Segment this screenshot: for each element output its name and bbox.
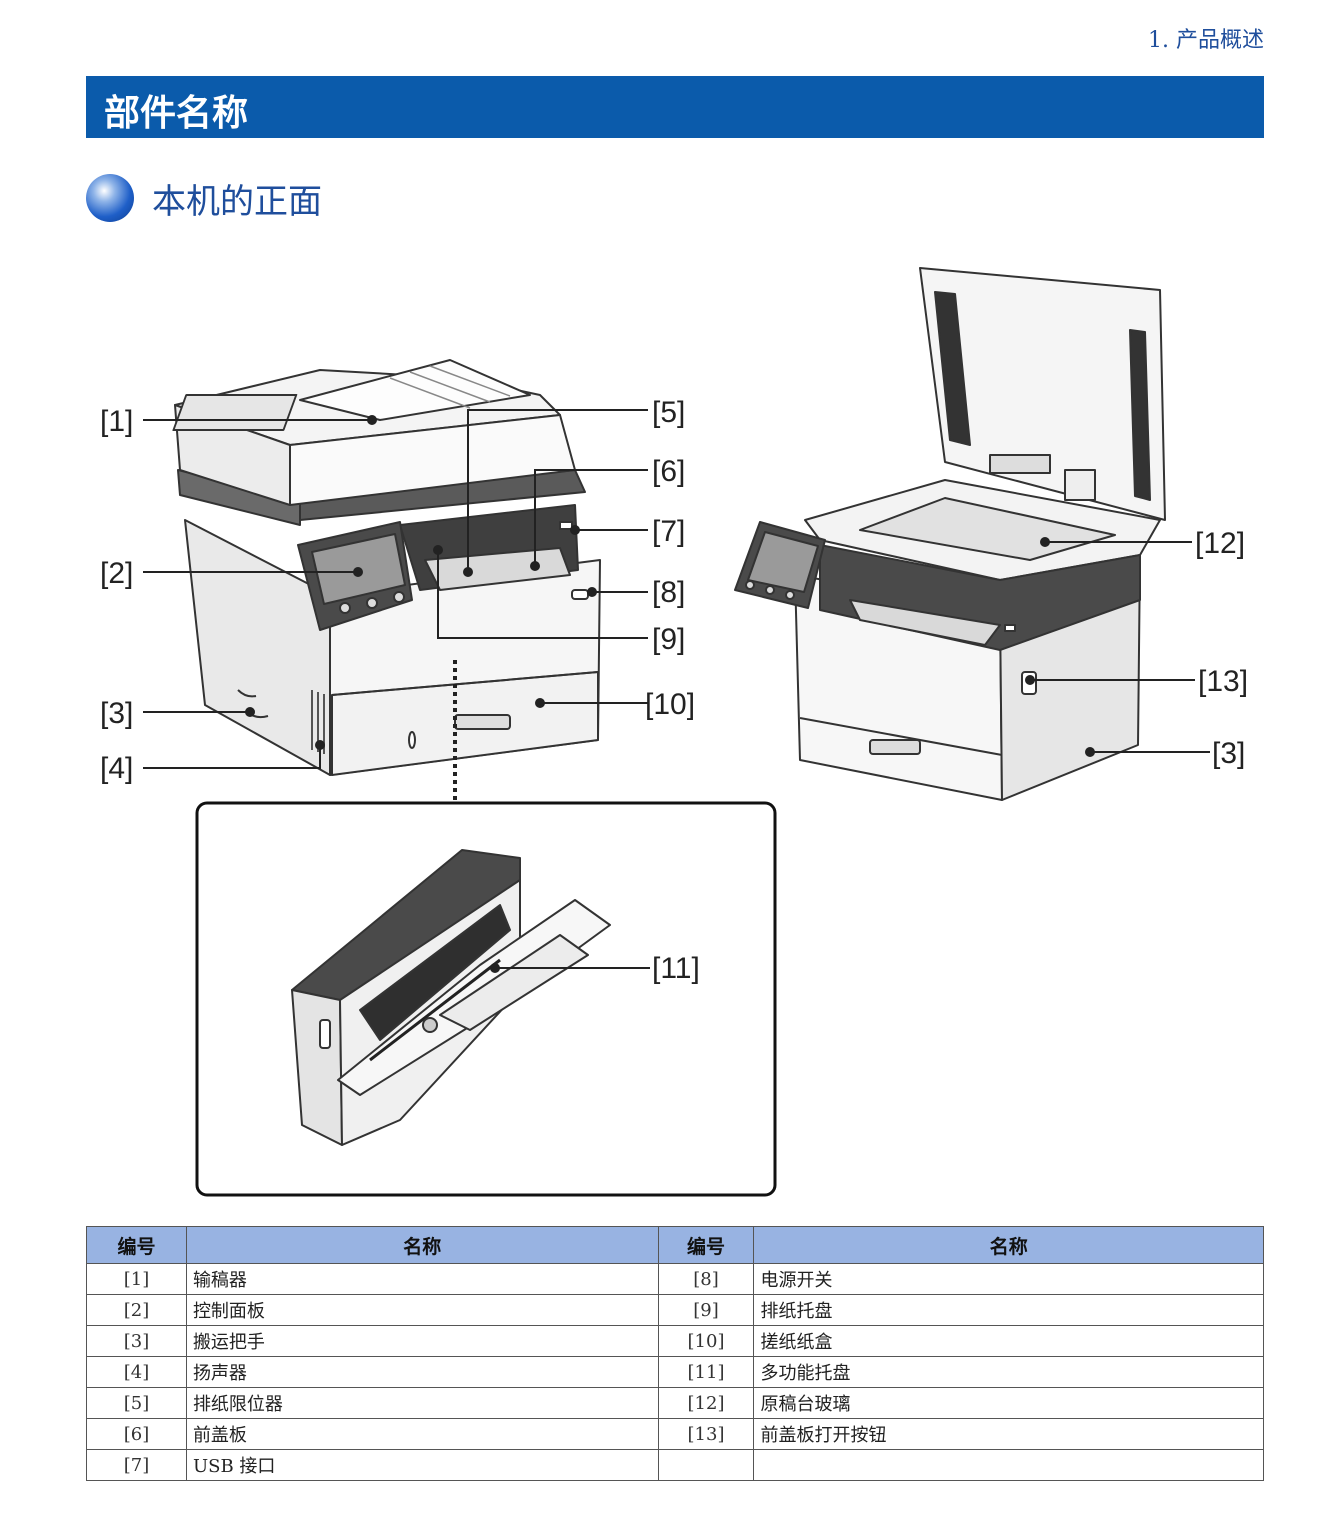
callout-11: [11]: [652, 952, 700, 985]
callout-9: [9]: [652, 623, 685, 656]
callout-3: [3]: [100, 697, 133, 730]
cell-number: [6]: [86, 1418, 187, 1450]
table-row: [1] 输稿器 [8] 电源开关: [86, 1263, 1264, 1295]
parts-table: 编号 名称 编号 名称 [1] 输稿器 [8] 电源开关 [2] 控制面板 [9…: [86, 1226, 1264, 1481]
cell-number: [4]: [86, 1356, 187, 1388]
header-name: 名称: [185, 1226, 659, 1264]
parts-figure: [1] [2] [3] [4] [5] [6] [7] [8] [9] [10]…: [100, 267, 1248, 1197]
cell-name: 原稿台玻璃: [753, 1387, 1264, 1419]
cell-number: [10]: [657, 1325, 755, 1357]
section-bullet-icon: [86, 174, 134, 222]
header-name-2: 名称: [753, 1226, 1264, 1264]
callout-2: [2]: [100, 557, 133, 590]
callout-10: [10]: [645, 688, 695, 721]
callout-4: [4]: [100, 752, 133, 785]
cell-name: 排纸限位器: [185, 1387, 659, 1419]
callout-13: [13]: [1198, 665, 1248, 698]
cell-name: 排纸托盘: [753, 1294, 1264, 1326]
callout-3-right: [3]: [1212, 737, 1245, 770]
cell-name: 搬运把手: [185, 1325, 659, 1357]
cell-number: [657, 1449, 755, 1481]
chapter-heading: 1. 产品概述: [1148, 28, 1264, 53]
table-row: [7] USB 接口: [86, 1449, 1264, 1481]
header-number-2: 编号: [657, 1226, 755, 1264]
table-row: [6] 前盖板 [13] 前盖板打开按钮: [86, 1418, 1264, 1450]
cell-name: 前盖板打开按钮: [753, 1418, 1264, 1450]
page-title-banner: 部件名称: [86, 76, 1264, 138]
table-row: [3] 搬运把手 [10] 搓纸纸盒: [86, 1325, 1264, 1357]
callout-8: [8]: [652, 576, 685, 609]
cell-number: [5]: [86, 1387, 187, 1419]
cell-name: 前盖板: [185, 1418, 659, 1450]
printer-open-lid-illustration: [734, 267, 1166, 801]
cell-name: 多功能托盘: [753, 1356, 1264, 1388]
cell-number: [3]: [86, 1325, 187, 1357]
cell-name: 扬声器: [185, 1356, 659, 1388]
callout-1: [1]: [100, 405, 133, 438]
cell-name: 控制面板: [185, 1294, 659, 1326]
callout-6: [6]: [652, 455, 685, 488]
callout-5: [5]: [652, 396, 685, 429]
cell-number: [8]: [657, 1263, 755, 1295]
cell-number: [11]: [657, 1356, 755, 1388]
callout-7: [7]: [652, 515, 685, 548]
cell-name: 输稿器: [185, 1263, 659, 1295]
table-row: [2] 控制面板 [9] 排纸托盘: [86, 1294, 1264, 1326]
cell-number: [12]: [657, 1387, 755, 1419]
cell-number: [9]: [657, 1294, 755, 1326]
cell-name: 搓纸纸盒: [753, 1325, 1264, 1357]
table-row: [5] 排纸限位器 [12] 原稿台玻璃: [86, 1387, 1264, 1419]
page-title: 部件名称: [104, 93, 249, 134]
cell-name: USB 接口: [185, 1449, 659, 1481]
cell-number: [2]: [86, 1294, 187, 1326]
cell-number: [1]: [86, 1263, 187, 1295]
cell-name: 电源开关: [753, 1263, 1264, 1295]
multipurpose-tray-illustration: [291, 849, 611, 1146]
table-row: [4] 扬声器 [11] 多功能托盘: [86, 1356, 1264, 1388]
section-title: 本机的正面: [152, 182, 322, 222]
cell-number: [13]: [657, 1418, 755, 1450]
cell-number: [7]: [86, 1449, 187, 1481]
header-number: 编号: [86, 1226, 187, 1264]
table-header-row: 编号 名称 编号 名称: [86, 1226, 1264, 1264]
cell-name: [753, 1449, 1264, 1481]
callout-12: [12]: [1195, 527, 1245, 560]
